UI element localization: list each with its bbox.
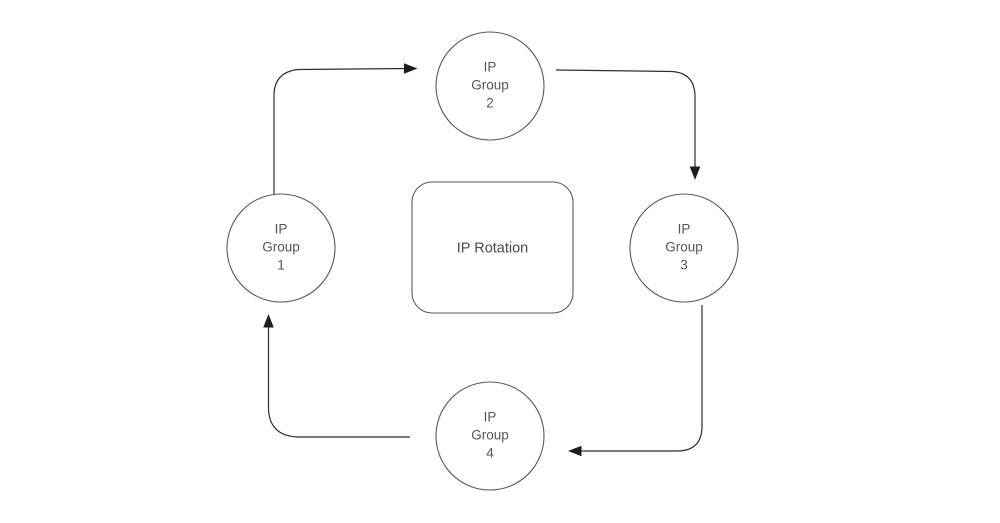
node-label-3-line2: Group [665,240,703,255]
node-ip-group-3[interactable]: IP Group 3 [629,193,739,303]
node-label-1-line2: Group [262,240,300,255]
arrowhead-left-3 [568,445,582,457]
center-box-shape [411,181,574,314]
connector-path-4 [267,322,410,438]
node-label-2-line1: IP [484,60,497,75]
node-label-4-line3: 4 [486,446,494,461]
node-circle-shape-1 [226,193,336,303]
center-node-ip-rotation[interactable]: IP Rotation [411,181,574,314]
node-circle-shape-4 [435,381,545,491]
node-label-3-line1: IP [678,222,691,237]
node-label-3-line3: 3 [680,258,688,273]
node-ip-group-1[interactable]: IP Group 1 [226,193,336,303]
connector-path-1 [273,67,411,197]
node-label-1-line3: 1 [277,258,285,273]
connector-path-3 [576,305,703,452]
arrowhead-up-4 [263,314,274,328]
node-ip-group-2[interactable]: IP Group 2 [435,31,545,141]
arrowhead-down-2 [689,166,701,180]
connector-group1-to-group2 [273,63,418,197]
arrowhead-right-1 [404,63,418,74]
node-circle-shape-3 [629,193,739,303]
node-label-2-line3: 2 [486,96,494,111]
connector-path-2 [555,69,696,172]
connector-group3-to-group4 [568,305,703,457]
node-label-4-line2: Group [471,428,509,443]
connector-group4-to-group1 [263,314,410,438]
center-box-label: IP Rotation [457,240,528,256]
node-label-2-line2: Group [471,78,509,93]
node-circle-shape-2 [435,31,545,141]
node-label-1-line1: IP [275,222,288,237]
connector-group2-to-group3 [555,69,701,180]
node-ip-group-4[interactable]: IP Group 4 [435,381,545,491]
node-label-4-line1: IP [484,410,497,425]
